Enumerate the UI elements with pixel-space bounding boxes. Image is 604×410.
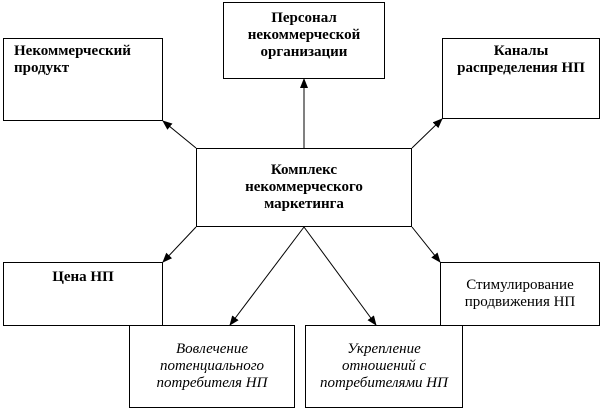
node-product: Некоммерческий продукт xyxy=(3,38,163,121)
node-promotion: Стимулирование продвижения НП xyxy=(440,262,600,326)
node-price: Цена НП xyxy=(3,262,163,326)
edge-to-price xyxy=(162,226,197,263)
node-channels: Каналы распределения НП xyxy=(442,38,600,119)
node-center-label: Комплекс некоммерческого маркетинга xyxy=(245,162,363,212)
node-involvement: Вовлечение потенциального потребителя НП xyxy=(129,325,295,408)
node-center: Комплекс некоммерческого маркетинга xyxy=(196,148,412,227)
node-relations: Укрепление отношений с потребителями НП xyxy=(305,325,463,408)
edge-to-channels xyxy=(411,118,443,149)
edge-to-promotion xyxy=(411,226,441,263)
edge-to-relations xyxy=(303,226,377,326)
node-personnel: Персонал некоммерческой организации xyxy=(223,2,385,79)
node-relations-label: Укрепление отношений с потребителями НП xyxy=(320,341,448,391)
edge-to-involvement xyxy=(229,226,305,326)
node-product-label: Некоммерческий продукт xyxy=(14,43,131,76)
node-channels-label: Каналы распределения НП xyxy=(457,43,585,76)
node-personnel-label: Персонал некоммерческой организации xyxy=(247,10,361,60)
node-involvement-label: Вовлечение потенциального потребителя НП xyxy=(156,341,268,391)
node-price-label: Цена НП xyxy=(52,269,114,285)
node-promotion-label: Стимулирование продвижения НП xyxy=(464,277,576,310)
edge-to-product xyxy=(162,120,197,149)
